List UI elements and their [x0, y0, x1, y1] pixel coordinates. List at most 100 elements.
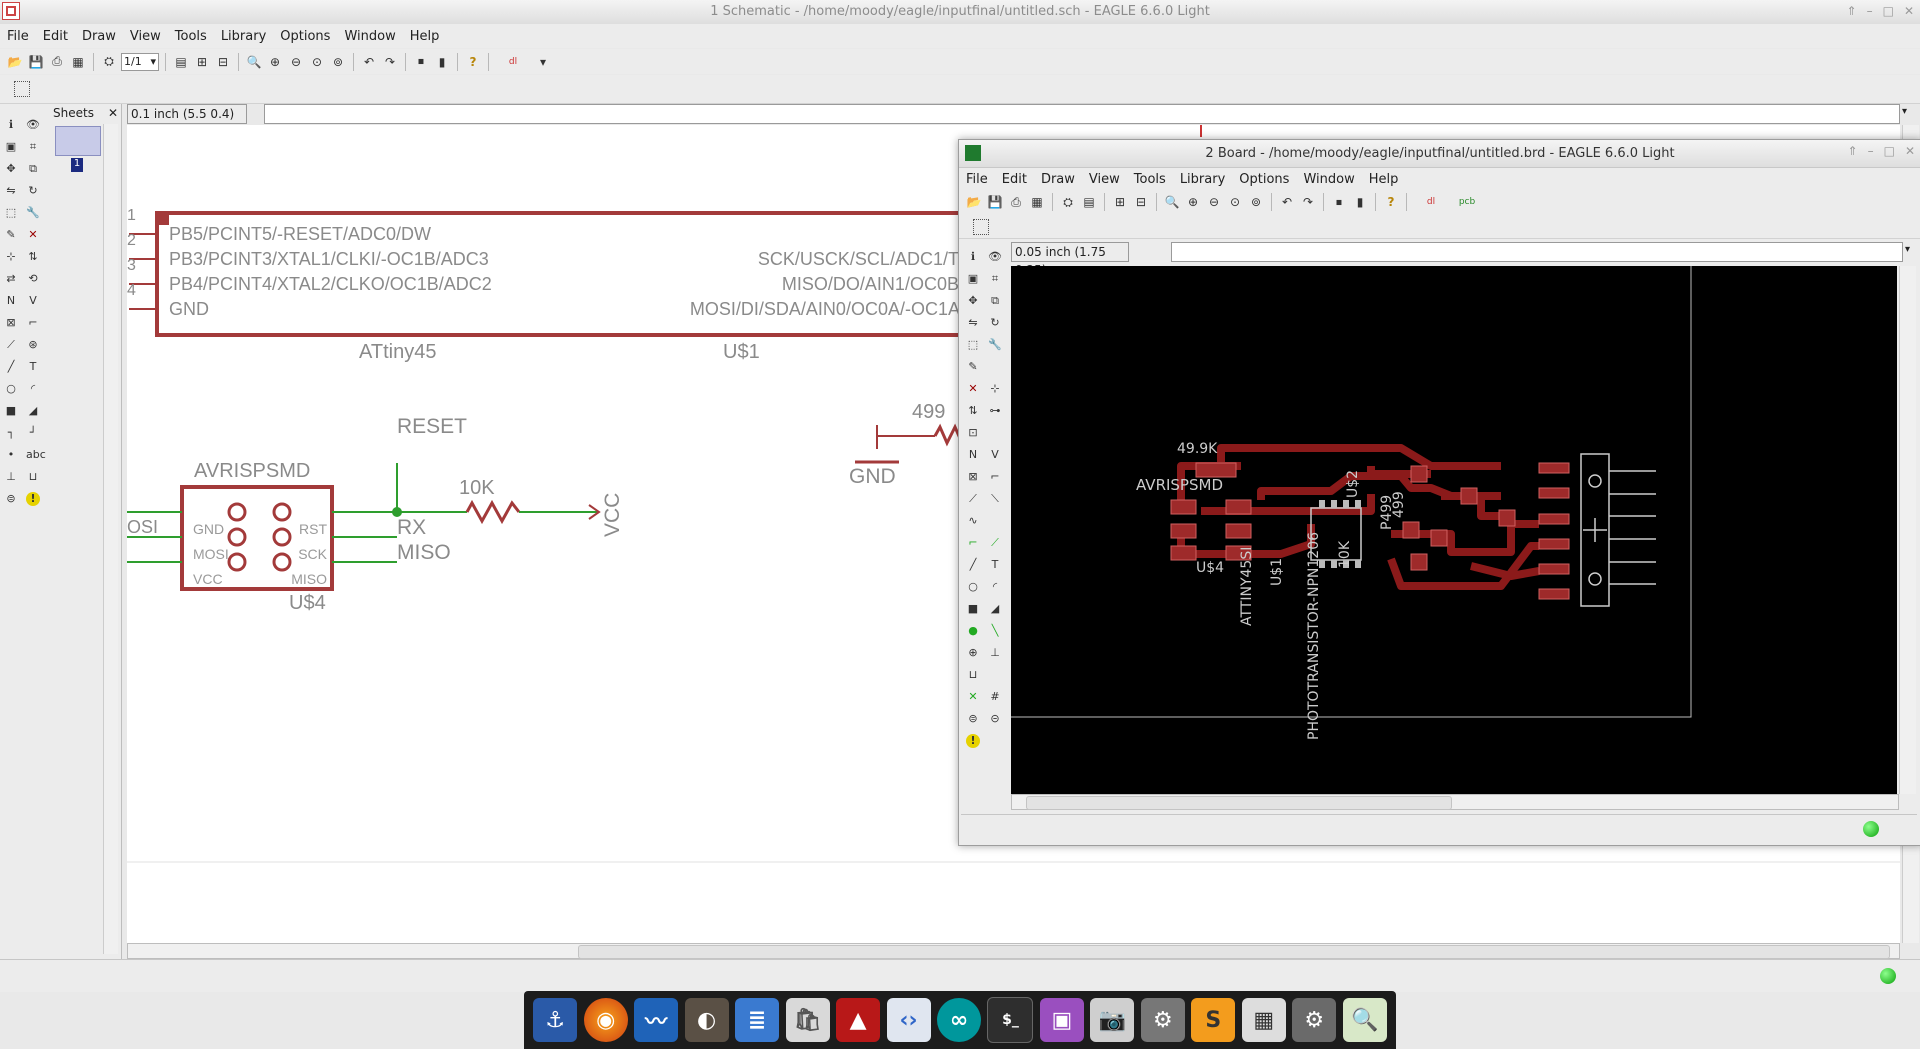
change-icon[interactable]: 🔧: [26, 206, 40, 219]
board-close-icon[interactable]: ✕: [1904, 144, 1915, 158]
board-display-icon[interactable]: ▣: [967, 272, 979, 285]
script-icon[interactable]: ⊞: [196, 54, 208, 69]
miter-icon[interactable]: ⌐: [28, 316, 38, 329]
minimize-icon[interactable]: –: [1866, 4, 1873, 18]
board-miter-icon[interactable]: ⌐: [990, 470, 1000, 483]
board-minimize-icon[interactable]: –: [1867, 144, 1874, 158]
image-viewer-icon[interactable]: 🔍: [1342, 998, 1387, 1042]
polygon-icon[interactable]: ◢: [28, 404, 38, 417]
board-arc-icon[interactable]: ◜: [992, 580, 998, 593]
firefox-icon[interactable]: ◉: [583, 998, 628, 1042]
add-icon[interactable]: ⊹: [6, 250, 16, 263]
board-script-icon[interactable]: ⊞: [1114, 195, 1126, 209]
board-menu-options[interactable]: Options: [1239, 171, 1290, 187]
board-show-icon[interactable]: 👁: [988, 250, 1002, 263]
arduino-icon[interactable]: ∞: [936, 998, 981, 1042]
gateswap-icon[interactable]: ⇄: [6, 272, 16, 285]
menu-tools[interactable]: Tools: [174, 28, 207, 44]
board-wire-icon[interactable]: ╱: [969, 558, 977, 571]
software-center-icon[interactable]: 🛍: [785, 998, 830, 1042]
menu-edit[interactable]: Edit: [42, 28, 68, 44]
split-icon[interactable]: ⟋: [7, 338, 15, 351]
schematic-horizontal-scrollbar[interactable]: [127, 943, 1900, 959]
board-split-icon[interactable]: ⟋: [969, 492, 977, 505]
board-open-icon[interactable]: 📂: [966, 195, 982, 209]
board-copy-icon[interactable]: ⧉: [991, 294, 999, 307]
invoke-icon[interactable]: ⊛: [28, 338, 38, 351]
board-ripup-icon[interactable]: ⟋: [991, 536, 999, 549]
delete-icon[interactable]: ✕: [28, 228, 38, 241]
board-attribute-icon[interactable]: ⊥: [990, 646, 1000, 659]
board-zoom-in-icon[interactable]: ⊕: [1187, 195, 1199, 209]
zoom-out-icon[interactable]: ⊖: [290, 54, 302, 69]
board-run-icon[interactable]: ⊟: [1135, 195, 1147, 209]
command-history-dropdown-icon[interactable]: ▾: [1902, 106, 1908, 117]
board-go-icon[interactable]: ▮: [1356, 195, 1364, 209]
board-ratsnest-icon[interactable]: ✕: [968, 690, 978, 703]
arc-icon[interactable]: ◜: [30, 382, 36, 395]
wire-icon[interactable]: ╱: [7, 360, 15, 373]
board-lock-icon[interactable]: ⊶: [989, 404, 1001, 417]
command-line-input[interactable]: [264, 104, 1900, 124]
board-zoom-fit-icon[interactable]: 🔍: [1164, 195, 1180, 209]
board-change-icon[interactable]: 🔧: [988, 338, 1002, 351]
board-undo-icon[interactable]: ↶: [1281, 195, 1293, 209]
system-monitor-icon[interactable]: 〰: [634, 998, 679, 1042]
help-icon[interactable]: ?: [469, 54, 477, 69]
restore-icon[interactable]: ⇑: [1846, 4, 1857, 18]
status-led-icon[interactable]: [1880, 968, 1896, 984]
dimension-icon[interactable]: ⊔: [28, 470, 38, 483]
menu-options[interactable]: Options: [280, 28, 331, 44]
board-errors-icon[interactable]: !: [966, 734, 980, 748]
board-zoom-out-icon[interactable]: ⊖: [1208, 195, 1220, 209]
board-smash-icon[interactable]: ⊠: [968, 470, 978, 483]
board-name-icon[interactable]: N: [968, 448, 978, 461]
info-icon[interactable]: ℹ: [8, 118, 14, 131]
board-paste-icon[interactable]: ✎: [968, 360, 978, 373]
settings-icon-2[interactable]: ⚙: [1292, 998, 1337, 1042]
zoom-redraw-icon[interactable]: ⊙: [311, 54, 323, 69]
net-icon[interactable]: ┘: [29, 426, 37, 439]
show-icon[interactable]: 👁: [26, 118, 40, 131]
board-command-line-input[interactable]: [1171, 242, 1903, 262]
run-icon[interactable]: ⊟: [217, 54, 229, 69]
name-icon[interactable]: N: [6, 294, 16, 307]
board-icon[interactable]: ▤: [175, 54, 187, 69]
text-editor-icon[interactable]: ≣: [735, 998, 780, 1042]
sheet-select[interactable]: 1/1▾: [121, 52, 159, 71]
terminal-icon[interactable]: $_: [987, 997, 1034, 1043]
pcb-quote-icon[interactable]: pcb: [1458, 197, 1476, 207]
grid-icon[interactable]: [14, 81, 30, 97]
cam-icon[interactable]: ▦: [72, 54, 84, 69]
schematic-switch-icon[interactable]: ▤: [1083, 195, 1095, 209]
sheet-thumbnail[interactable]: [55, 126, 101, 156]
copy-icon[interactable]: ⧉: [29, 162, 37, 175]
board-polygon-icon[interactable]: ◢: [990, 602, 1000, 615]
board-mirror-icon[interactable]: ⇋: [968, 316, 978, 329]
group-icon[interactable]: ⬚: [5, 206, 17, 219]
board-optimize-icon[interactable]: ⊡: [968, 426, 978, 439]
board-menu-library[interactable]: Library: [1179, 171, 1226, 187]
attribute-icon[interactable]: ⊥: [6, 470, 16, 483]
menu-file[interactable]: File: [7, 28, 29, 44]
board-zoom-redraw-icon[interactable]: ⊙: [1229, 195, 1241, 209]
close-panel-icon[interactable]: ✕: [107, 106, 118, 120]
paste-icon[interactable]: ✎: [6, 228, 16, 241]
maximize-icon[interactable]: □: [1882, 4, 1894, 18]
mirror-icon[interactable]: ⇋: [6, 184, 16, 197]
board-restore-icon[interactable]: ⇑: [1847, 144, 1858, 158]
board-mark-icon[interactable]: ⌗: [991, 272, 999, 285]
undo-icon[interactable]: ↶: [363, 54, 375, 69]
eagle-app-icon[interactable]: [2, 2, 20, 20]
board-menu-help[interactable]: Help: [1368, 171, 1399, 187]
board-delete-icon[interactable]: ✕: [968, 382, 978, 395]
board-use-icon[interactable]: ⛭: [1063, 194, 1073, 209]
design-link-dropdown-icon[interactable]: ▾: [539, 54, 547, 69]
board-stop-icon[interactable]: ⏹: [1335, 194, 1342, 209]
menu-library[interactable]: Library: [220, 28, 267, 44]
board-via-icon[interactable]: ●: [968, 624, 978, 637]
text-icon[interactable]: T: [29, 360, 37, 373]
use-icon[interactable]: ⛭: [104, 54, 114, 68]
menu-view[interactable]: View: [129, 28, 161, 44]
zoom-in-icon[interactable]: ⊕: [269, 54, 281, 69]
